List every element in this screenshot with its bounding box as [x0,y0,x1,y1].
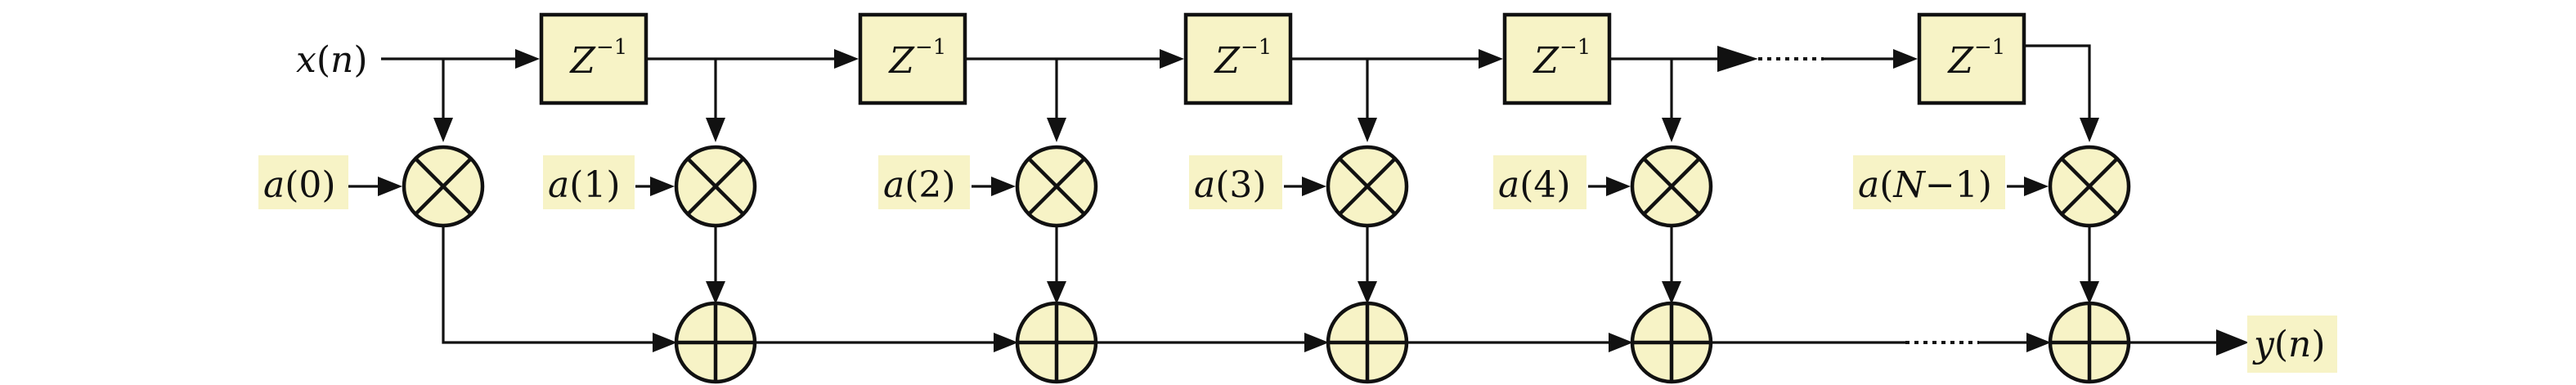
circle-plus-icon [674,301,757,384]
delay-block-1: Z −1 [539,12,648,105]
output-signal-label: y(n) [2247,316,2337,373]
svg-text:a(4): a(4) [1498,164,1571,206]
circle-times-icon [2048,145,2131,228]
svg-text:−1: −1 [1974,35,2005,60]
svg-text:a(N−1): a(N−1) [1858,164,1992,206]
svg-text:a(1): a(1) [548,164,621,206]
coefficient-label-n-minus-1: a(N−1) [1853,155,2005,209]
coefficient-label-4: a(4) [1493,155,1586,209]
svg-text:−1: −1 [596,35,627,60]
svg-text:a(3): a(3) [1194,164,1267,206]
coefficient-label-3: a(3) [1189,155,1282,209]
circle-times-icon [1630,145,1713,228]
coefficient-label-2: a(2) [878,155,970,209]
coefficient-label-0: a(0) [258,155,348,209]
svg-text:a(2): a(2) [883,164,956,206]
svg-text:a(0): a(0) [263,164,336,206]
circle-plus-icon [2048,301,2131,384]
input-signal-label: x(n) [296,39,368,81]
svg-text:Z: Z [1532,40,1560,82]
delay-block-3: Z −1 [1183,12,1293,105]
circle-plus-icon [1326,301,1409,384]
circle-times-icon [402,145,485,228]
svg-text:Z: Z [1946,40,1974,82]
svg-text:Z: Z [887,40,915,82]
svg-text:−1: −1 [1241,35,1272,60]
arrowheads [378,46,2249,356]
delay-block-2: Z −1 [858,12,967,105]
svg-text:−1: −1 [1560,35,1591,60]
svg-text:Z: Z [568,40,596,82]
wires [348,44,2224,344]
circle-plus-icon [1630,301,1713,384]
circle-times-icon [1015,145,1098,228]
svg-text:−1: −1 [915,35,946,60]
svg-text:y(n): y(n) [2252,324,2326,365]
coefficient-label-1: a(1) [543,155,635,209]
svg-text:Z: Z [1213,40,1241,82]
circle-times-icon [674,145,757,228]
circle-times-icon [1326,145,1409,228]
delay-block-5: Z −1 [1917,12,2026,105]
circle-plus-icon [1015,301,1098,384]
delay-block-4: Z −1 [1502,12,1612,105]
